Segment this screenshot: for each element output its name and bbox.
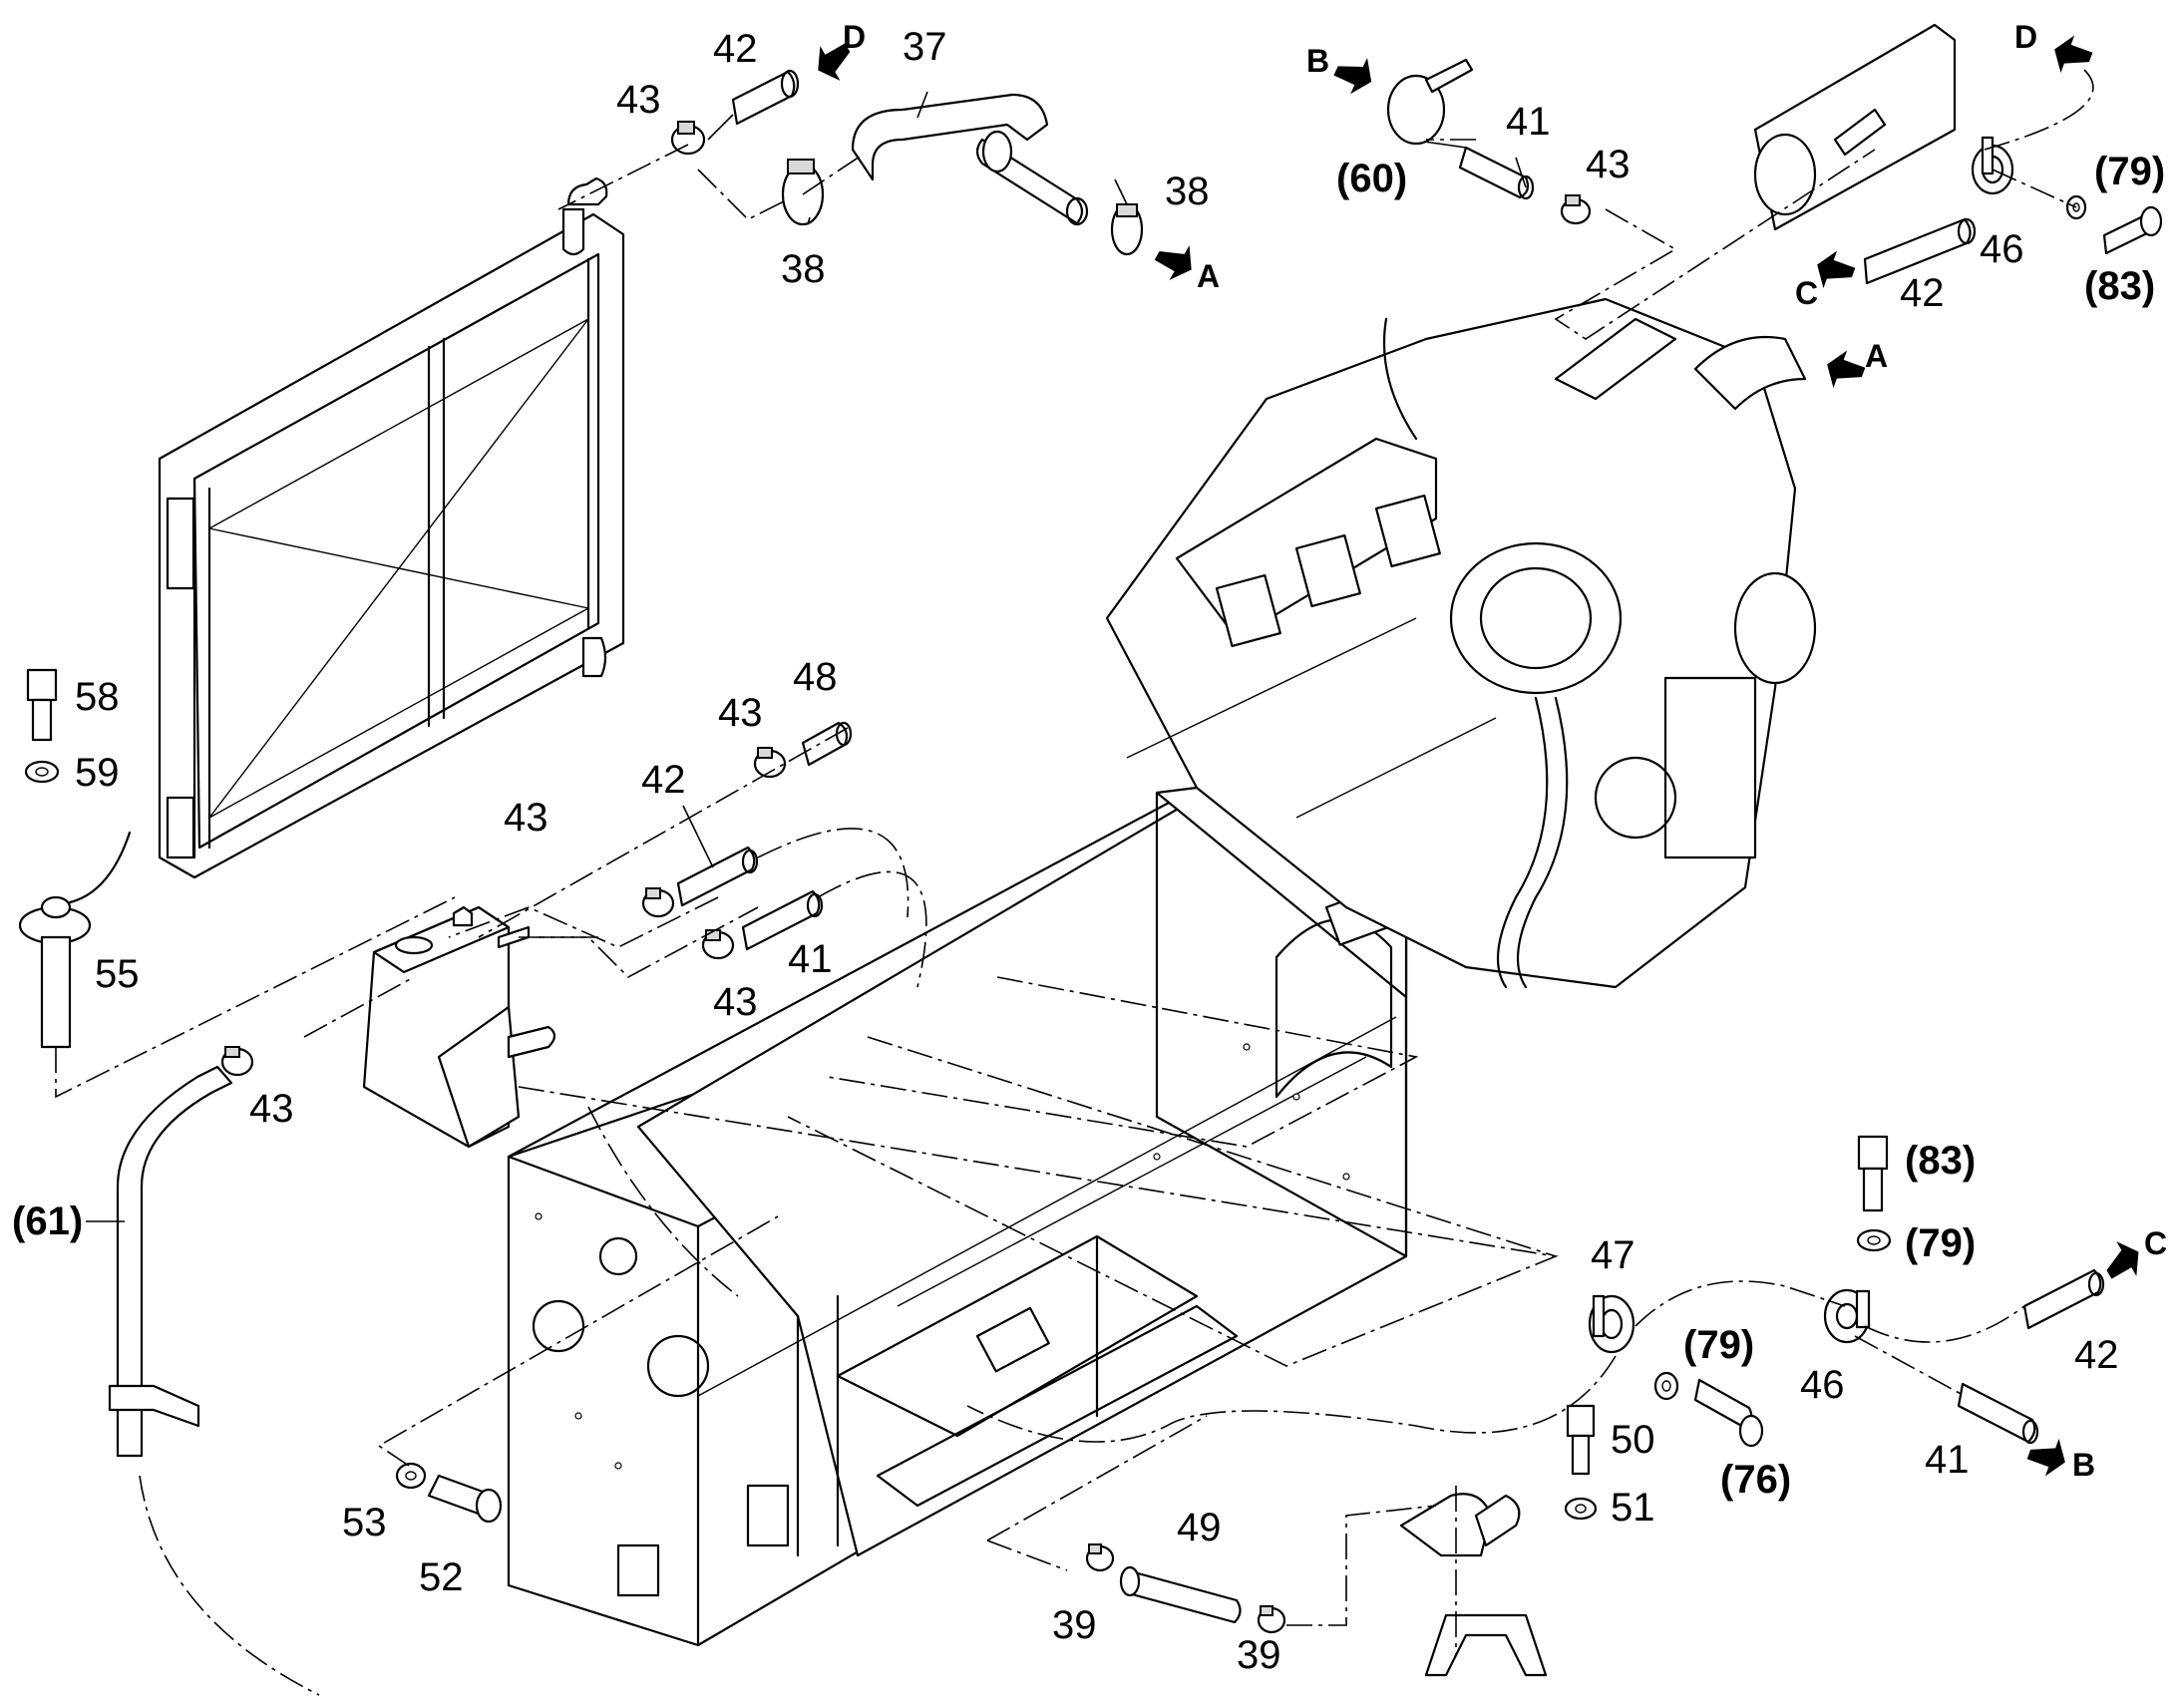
callout-42-mid: 42 [641, 758, 686, 802]
callout-39-right: 39 [1237, 1633, 1281, 1677]
clamp-38-right [1110, 202, 1144, 256]
expansion-tank [362, 905, 556, 1149]
engine [1105, 297, 1817, 989]
callout-46-bot: 46 [1800, 1363, 1845, 1407]
callout-79-top: (79) [2094, 150, 2165, 193]
callout-79-right: (79) [1905, 1221, 1976, 1265]
washer-79-right [1856, 1228, 1892, 1252]
clamp-39-left [1085, 1543, 1115, 1572]
bolt-52 [427, 1474, 503, 1524]
callout-43-topr: 43 [1586, 143, 1631, 186]
flow-arrows [818, 35, 2139, 1477]
callout-49: 49 [1177, 1506, 1222, 1549]
hose-42-topr [1863, 217, 1977, 285]
clamp-38-left [781, 159, 825, 226]
callout-59: 59 [75, 751, 120, 795]
clamp-46-top [1971, 136, 2014, 195]
callout-53: 53 [342, 1501, 387, 1544]
callout-39-left: 39 [1052, 1603, 1097, 1647]
clamp-46-bot [1823, 1288, 1871, 1344]
bolt-76 [1693, 1378, 1764, 1448]
callout-51: 51 [1611, 1486, 1655, 1530]
leader-lines [86, 91, 1527, 1222]
level-sensor-55 [18, 831, 132, 1049]
callout-37: 37 [903, 25, 947, 69]
callout-46-top: 46 [1980, 227, 2024, 271]
callout-labels: 42 43 37 38 38 41 43 (60) (79) (83) 46 4… [12, 25, 2165, 1677]
radiator [158, 176, 625, 879]
bolt-83-right [1857, 1135, 1889, 1212]
exhaust-bracket [1753, 23, 1957, 231]
flow-label-c-top: C [1795, 275, 1818, 311]
washer-53 [395, 1462, 427, 1490]
flow-label-d-top-right: D [2014, 19, 2037, 55]
callout-41-mid: 41 [788, 937, 833, 981]
flow-label-a-top: A [1197, 258, 1220, 294]
callout-58: 58 [75, 675, 120, 719]
callout-61: (61) [12, 1199, 83, 1243]
flow-label-b-top: B [1306, 43, 1329, 79]
hose-49 [1119, 1565, 1242, 1624]
water-outlet-bracket [1399, 1493, 1548, 1677]
frame-chassis [507, 786, 1408, 1647]
callout-83-top: (83) [2084, 264, 2155, 308]
assembly-lines [55, 69, 2094, 1696]
callout-52: 52 [419, 1555, 464, 1599]
flow-label-b-bottom: B [2072, 1447, 2095, 1483]
bolt-50 [1566, 1404, 1596, 1476]
flow-label-c-bottom: C [2144, 1225, 2167, 1261]
callout-43-mid1: 43 [718, 691, 763, 735]
clamp-60 [1386, 58, 1474, 146]
clamp-43-tank [220, 1046, 254, 1077]
callout-38-right: 38 [1165, 170, 1210, 213]
callout-42-top: 42 [713, 27, 758, 71]
hose-42-top [731, 69, 800, 126]
callout-55: 55 [95, 952, 140, 996]
flow-label-a-engine: A [1865, 338, 1888, 374]
clamp-43-mid2 [641, 887, 675, 918]
callout-43-mid3: 43 [713, 980, 758, 1024]
clamp-39-right [1257, 1605, 1286, 1634]
flow-marker-labels: D A B D C A C B [843, 19, 2167, 1483]
hose-37 [851, 93, 1089, 226]
callout-60: (60) [1336, 157, 1407, 200]
callout-41-bot: 41 [1925, 1438, 1970, 1482]
callout-41-top: 41 [1506, 100, 1551, 144]
bolt-83-top [2102, 205, 2163, 255]
pipe-61 [108, 1065, 233, 1458]
hose-42-bot [2022, 1268, 2105, 1330]
clamp-43-mid3 [701, 929, 735, 960]
callout-42-topr: 42 [1900, 271, 1945, 315]
hose-41-mid [741, 889, 824, 951]
callout-42-bot: 42 [2074, 1333, 2119, 1377]
callout-43-tank: 43 [249, 1087, 294, 1131]
callout-79-mid: (79) [1683, 1323, 1754, 1367]
callout-43-mid2: 43 [504, 796, 548, 840]
callout-47: 47 [1591, 1233, 1635, 1277]
callout-50: 50 [1611, 1418, 1655, 1462]
washer-51 [1564, 1497, 1598, 1521]
hose-41-top [1458, 146, 1535, 200]
callout-76: (76) [1720, 1458, 1791, 1502]
clamp-43-top [670, 121, 706, 156]
washer-59 [24, 760, 60, 784]
clamp-43-topr [1560, 194, 1592, 225]
hose-42-mid [676, 846, 759, 907]
flow-label-d-top-left: D [843, 19, 866, 55]
hose-41-bot [1957, 1382, 2039, 1445]
callout-43-top: 43 [616, 78, 661, 122]
clamp-43-mid1 [753, 747, 787, 779]
callout-48: 48 [793, 655, 838, 699]
bolt-58 [26, 668, 58, 742]
washer-79-mid [1653, 1371, 1679, 1401]
callout-83-right: (83) [1905, 1139, 1976, 1183]
clamp-47 [1588, 1294, 1635, 1354]
callout-38-left: 38 [781, 247, 826, 291]
cap-48 [801, 721, 853, 767]
